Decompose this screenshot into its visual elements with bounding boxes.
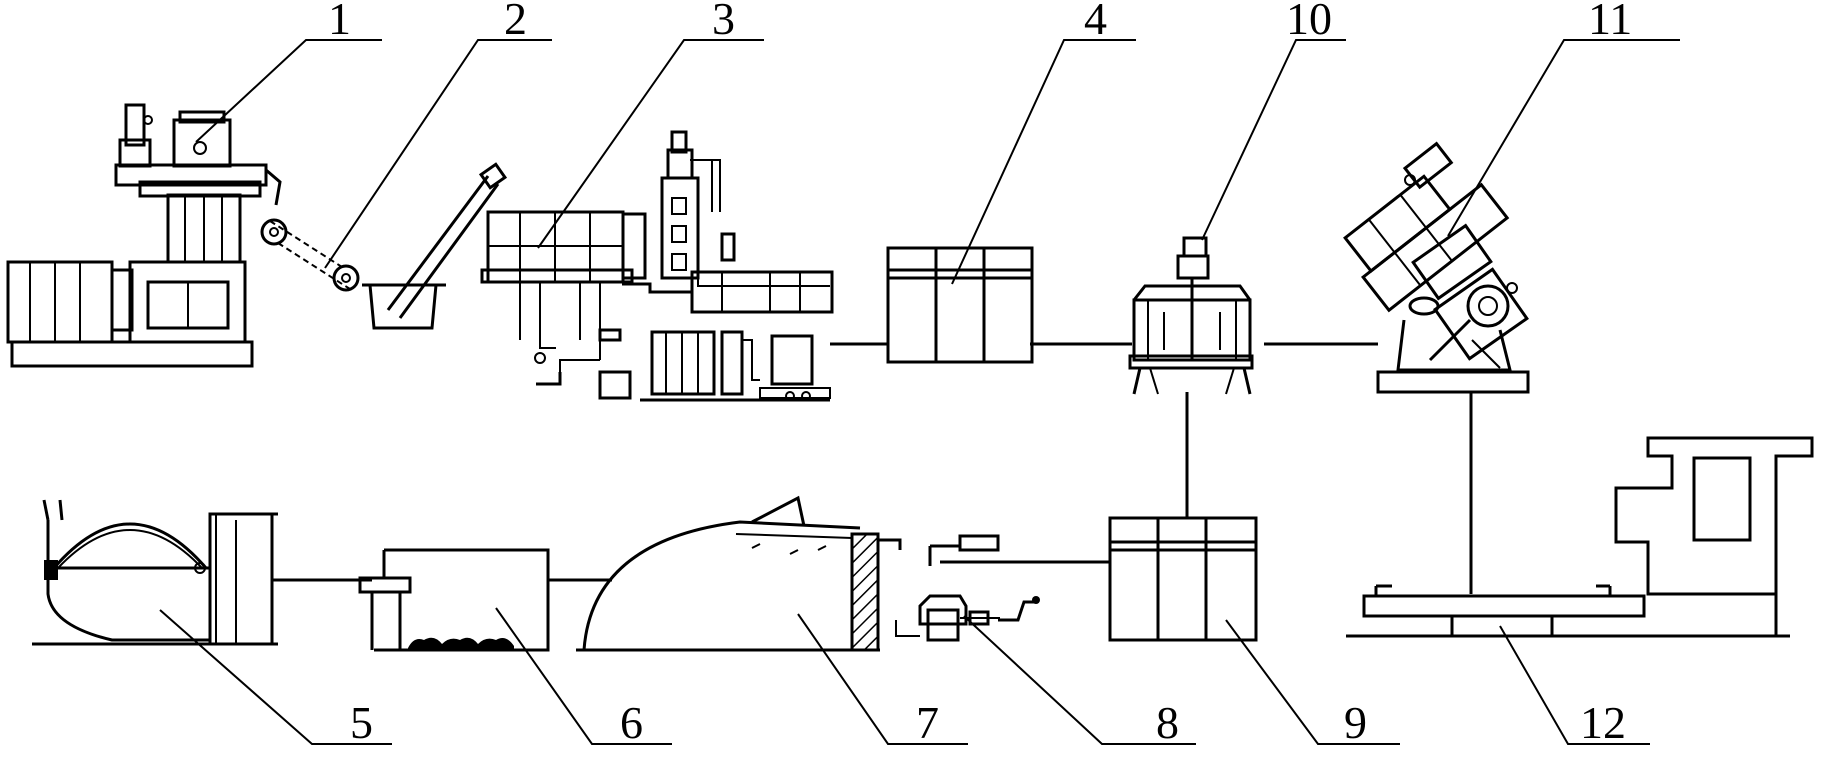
label-2: 2	[504, 0, 527, 44]
label-8: 8	[1156, 697, 1179, 748]
number-labels: 1 2 3 4 10 11 5 6 7 8 9 12	[328, 0, 1632, 748]
label-3: 3	[712, 0, 735, 44]
label-7: 7	[916, 697, 939, 748]
connection-lines	[272, 342, 1473, 594]
belt-conveyor	[260, 218, 360, 292]
label-9: 9	[1344, 697, 1367, 748]
label-10: 10	[1286, 0, 1332, 44]
storage-tank-9	[1108, 516, 1258, 642]
pump-8	[895, 534, 1040, 642]
label-6: 6	[620, 697, 643, 748]
storage-tank-4	[886, 246, 1034, 364]
leader-lines	[159, 39, 1680, 745]
label-5: 5	[350, 697, 373, 748]
label-1: 1	[328, 0, 351, 44]
digester-5	[32, 499, 278, 646]
label-4: 4	[1084, 0, 1107, 44]
biogas-dome-7	[576, 495, 902, 652]
reactor-10	[1128, 236, 1254, 395]
pellet-mill	[6, 103, 282, 368]
label-11: 11	[1588, 0, 1632, 44]
label-12: 12	[1580, 697, 1626, 748]
pyrolysis-system	[480, 130, 834, 402]
sedimentation-tank-6	[358, 548, 550, 652]
drum-equipment-11	[1343, 141, 1530, 394]
screw-feeder	[362, 162, 508, 330]
press-machine-12	[1346, 436, 1814, 638]
